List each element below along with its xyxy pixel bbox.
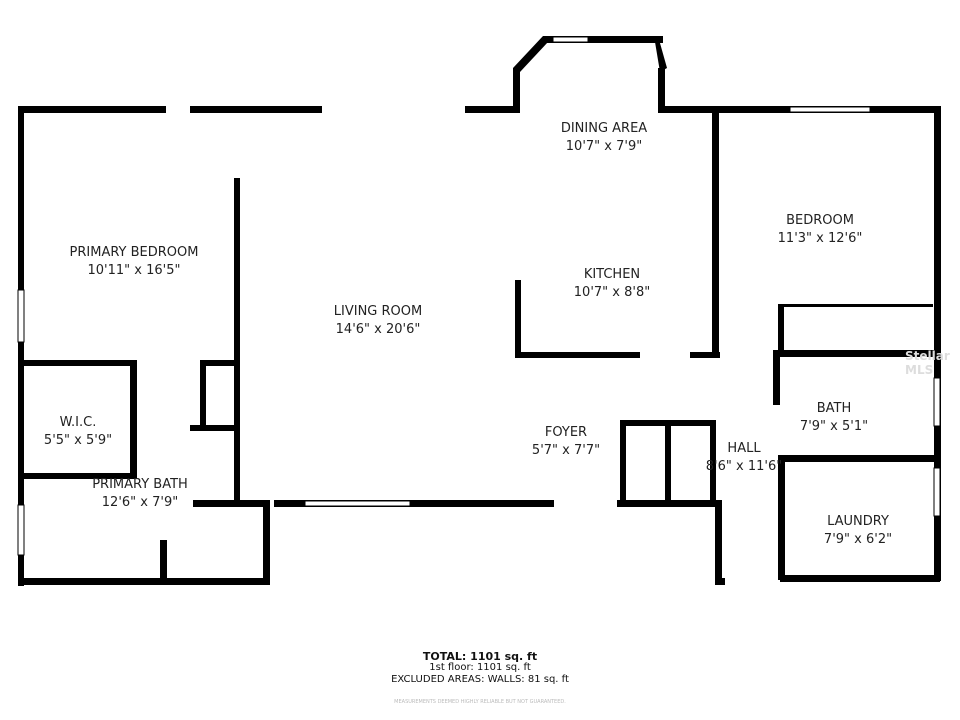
room-name: KITCHEN [583, 267, 641, 282]
room-size: 10'7" x 8'8" [573, 285, 651, 300]
room-size: 10'7" x 7'9" [565, 139, 643, 154]
room-size: 5'5" x 5'9" [43, 433, 113, 448]
room-name: FOYER [544, 425, 588, 440]
room-name: BATH [816, 401, 852, 416]
room-foyer: FOYER 5'7" x 7'7" [532, 424, 600, 460]
room-wic: W.I.C. 5'5" x 5'9" [44, 414, 112, 450]
room-bath: BATH 7'9" x 5'1" [800, 400, 868, 436]
room-primary-bedroom: PRIMARY BEDROOM 10'11" x 16'5" [70, 244, 199, 280]
room-name: DINING AREA [560, 121, 648, 136]
room-name: PRIMARY BEDROOM [69, 245, 199, 260]
room-primary-bath: PRIMARY BATH 12'6" x 7'9" [92, 476, 188, 512]
room-name: HALL [727, 441, 761, 456]
watermark: Stellar MLS [905, 349, 950, 377]
room-size: 12'6" x 7'9" [101, 495, 179, 510]
room-name: LIVING ROOM [333, 304, 423, 319]
room-laundry: LAUNDRY 7'9" x 6'2" [824, 513, 892, 549]
room-living-room: LIVING ROOM 14'6" x 20'6" [334, 303, 422, 339]
room-hall: HALL 8'6" x 11'6" [706, 440, 782, 476]
room-dining-area: DINING AREA 10'7" x 7'9" [561, 120, 647, 156]
room-kitchen: KITCHEN 10'7" x 8'8" [574, 266, 650, 302]
room-size: 14'6" x 20'6" [335, 322, 421, 337]
excluded-area: EXCLUDED AREAS: WALLS: 81 sq. ft [391, 674, 569, 685]
room-name: PRIMARY BATH [92, 477, 188, 492]
total-area: TOTAL: 1101 sq. ft [422, 650, 538, 663]
disclaimer: MEASUREMENTS DEEMED HIGHLY RELIABLE BUT … [394, 699, 566, 705]
room-name: BEDROOM [786, 213, 854, 228]
room-size: 8'6" x 11'6" [705, 459, 783, 474]
room-size: 10'11" x 16'5" [87, 263, 181, 278]
room-size: 7'9" x 5'1" [799, 419, 869, 434]
room-name: W.I.C. [59, 415, 97, 430]
room-size: 7'9" x 6'2" [823, 532, 893, 547]
room-size: 5'7" x 7'7" [531, 443, 601, 458]
room-name: LAUNDRY [827, 514, 889, 529]
floor-area: 1st floor: 1101 sq. ft [429, 662, 531, 673]
windows [17, 36, 941, 556]
room-size: 11'3" x 12'6" [777, 231, 863, 246]
room-bedroom: BEDROOM 11'3" x 12'6" [778, 212, 863, 248]
